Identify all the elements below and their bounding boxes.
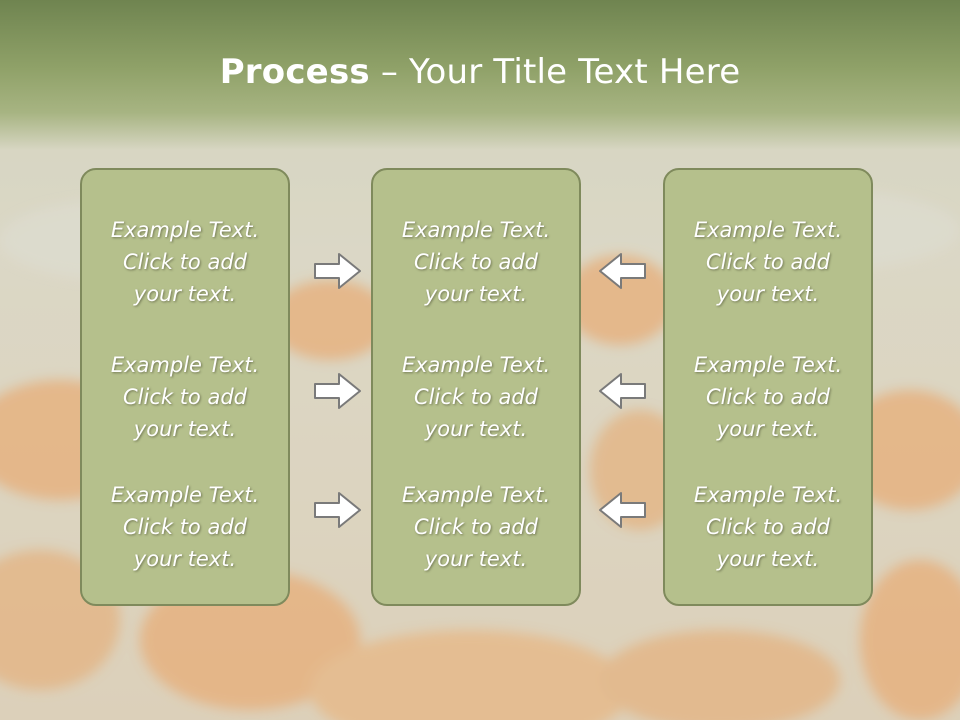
item-line: Example Text.: [110, 353, 260, 377]
text-item[interactable]: Example Text. Click to add your text.: [82, 479, 288, 575]
item-line: Click to add: [705, 385, 830, 409]
process-box-left[interactable]: Example Text. Click to add your text. Ex…: [80, 168, 290, 606]
item-line: your text.: [424, 417, 528, 441]
process-box-center[interactable]: Example Text. Click to add your text. Ex…: [371, 168, 581, 606]
item-line: your text.: [133, 282, 237, 306]
item-line: your text.: [716, 282, 820, 306]
item-line: your text.: [424, 282, 528, 306]
title-bold: Process: [219, 52, 370, 92]
item-line: Example Text.: [401, 483, 551, 507]
item-line: your text.: [133, 547, 237, 571]
item-line: your text.: [133, 417, 237, 441]
item-line: Click to add: [122, 250, 247, 274]
arrow-left-icon[interactable]: [597, 490, 647, 530]
item-line: Click to add: [413, 250, 538, 274]
item-line: Click to add: [122, 515, 247, 539]
item-line: Example Text.: [110, 483, 260, 507]
text-item[interactable]: Example Text. Click to add your text.: [373, 214, 579, 310]
title-rest: – Your Title Text Here: [369, 52, 741, 92]
arrow-right-icon[interactable]: [313, 490, 363, 530]
item-line: Click to add: [705, 515, 830, 539]
text-item[interactable]: Example Text. Click to add your text.: [82, 214, 288, 310]
process-box-right[interactable]: Example Text. Click to add your text. Ex…: [663, 168, 873, 606]
text-item[interactable]: Example Text. Click to add your text.: [82, 349, 288, 445]
arrow-right-icon[interactable]: [313, 251, 363, 291]
item-line: Click to add: [413, 515, 538, 539]
item-line: your text.: [424, 547, 528, 571]
title-band: [0, 0, 960, 150]
item-line: your text.: [716, 417, 820, 441]
item-line: Example Text.: [401, 218, 551, 242]
arrow-left-icon[interactable]: [597, 251, 647, 291]
text-item[interactable]: Example Text. Click to add your text.: [665, 479, 871, 575]
arrow-right-icon[interactable]: [313, 371, 363, 411]
item-line: Click to add: [413, 385, 538, 409]
item-line: Example Text.: [110, 218, 260, 242]
item-line: Example Text.: [693, 483, 843, 507]
item-line: your text.: [716, 547, 820, 571]
slide-title[interactable]: Process – Your Title Text Here: [0, 52, 960, 92]
text-item[interactable]: Example Text. Click to add your text.: [665, 349, 871, 445]
text-item[interactable]: Example Text. Click to add your text.: [665, 214, 871, 310]
item-line: Example Text.: [693, 218, 843, 242]
text-item[interactable]: Example Text. Click to add your text.: [373, 349, 579, 445]
item-line: Example Text.: [693, 353, 843, 377]
text-item[interactable]: Example Text. Click to add your text.: [373, 479, 579, 575]
item-line: Click to add: [122, 385, 247, 409]
item-line: Example Text.: [401, 353, 551, 377]
item-line: Click to add: [705, 250, 830, 274]
arrow-left-icon[interactable]: [597, 371, 647, 411]
